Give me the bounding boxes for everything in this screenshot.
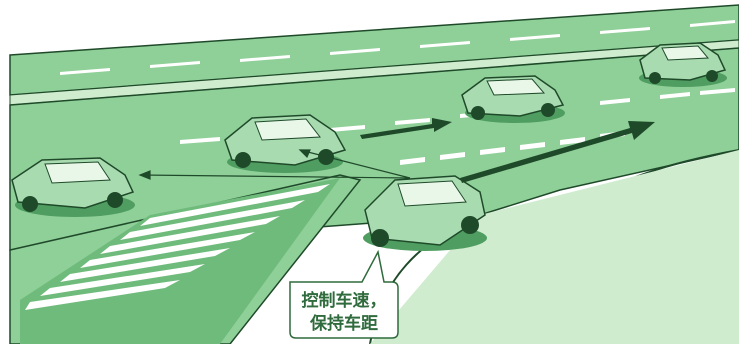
arrow-flow-upper xyxy=(360,118,452,139)
car-mid-left xyxy=(224,114,347,173)
sight-lines xyxy=(138,149,411,180)
far-lane-markings xyxy=(60,20,735,75)
callout-bubble: 控制车速， 保持车距 xyxy=(289,249,399,339)
car-mid-right xyxy=(461,75,565,123)
callout-line-1: 控制车速， xyxy=(302,290,387,311)
median-strip xyxy=(9,39,739,106)
car-left xyxy=(11,157,135,217)
car-merging xyxy=(363,175,487,251)
gore-hatch xyxy=(25,184,330,310)
arrow-merge-direction xyxy=(460,121,655,183)
car-far-right xyxy=(639,42,727,87)
callout-line-2: 保持车距 xyxy=(309,313,378,334)
roadside-verge xyxy=(370,150,739,344)
